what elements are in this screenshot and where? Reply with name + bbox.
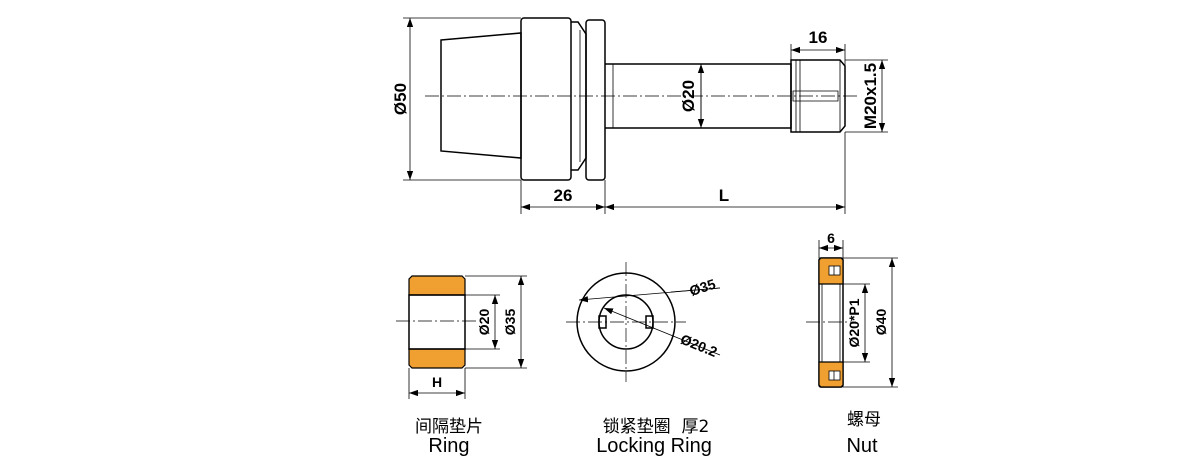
ring-top-band: [408, 275, 466, 296]
dim-thread-spec: M20x1.5: [861, 63, 880, 129]
holder-cone: [440, 32, 522, 159]
ring-body: [408, 294, 466, 350]
dim-overall-diameter: Ø50: [391, 83, 410, 115]
locking-ring-drawing: Ø35 Ø20.2 锁紧垫圈 厚2 Locking Ring: [566, 262, 721, 457]
nut-width: 6: [827, 230, 835, 246]
holder-collar: [585, 19, 606, 181]
dim-flange-length: 26: [554, 186, 573, 205]
nut-thread: Ø20*P1: [846, 298, 862, 347]
tool-holder: Ø50 Ø20 16 M20x1.5 26 L: [391, 17, 888, 214]
nut-caption-en: Nut: [846, 435, 878, 457]
nut-outer-dia: Ø40: [873, 309, 889, 336]
dim-length-l: L: [719, 186, 729, 205]
ring-bottom-band: [408, 348, 466, 369]
locking-ring-outer-dia: Ø35: [687, 275, 717, 298]
locking-ring-caption-cn: 锁紧垫圈 厚2: [603, 417, 710, 437]
ring-height: H: [432, 374, 442, 390]
holder-flange: [520, 17, 572, 181]
locking-ring-inner-dia: Ø20.2: [678, 331, 720, 360]
ring-inner-dia: Ø20: [476, 309, 492, 336]
holder-slot: [792, 90, 839, 102]
locking-ring-caption-en: Locking Ring: [596, 435, 712, 457]
nut-set-screw-top: [828, 265, 841, 276]
ring-outer-dia: Ø35: [502, 309, 518, 336]
nut-caption-cn: 螺母: [847, 410, 881, 430]
nut-drawing: 6 Ø20*P1 Ø40 螺母 Nut: [806, 230, 898, 457]
ring-drawing: Ø20 Ø35 H 间隔垫片 Ring: [396, 275, 527, 457]
nut-set-screw-bottom: [828, 370, 841, 381]
ring-caption-en: Ring: [428, 435, 469, 457]
dim-shank-diameter: Ø20: [679, 80, 698, 112]
ring-caption-cn: 间隔垫片: [415, 417, 483, 437]
dim-thread-length: 16: [809, 28, 828, 47]
